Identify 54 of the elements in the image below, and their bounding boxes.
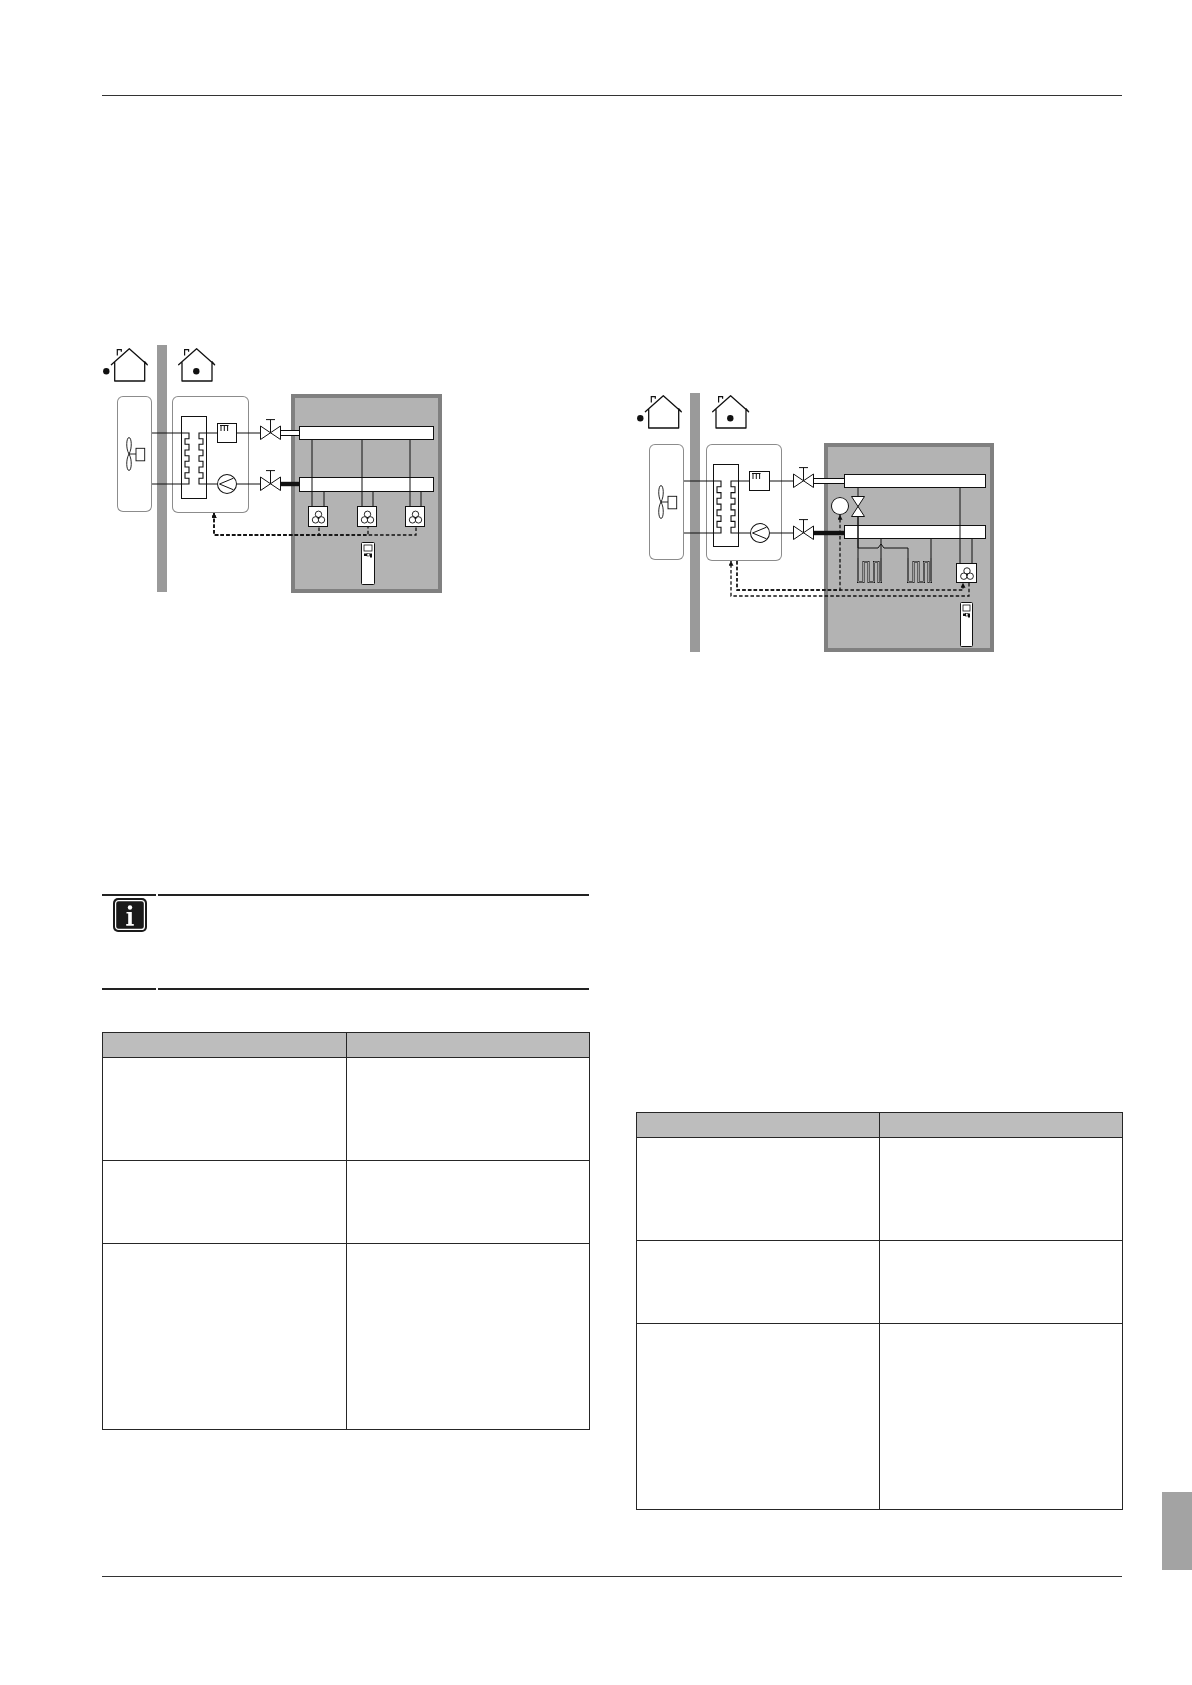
section-tab [1162, 1492, 1192, 1570]
pipe-line [683, 532, 714, 534]
pipe-line [857, 516, 909, 559]
actuator-symbol [831, 497, 849, 515]
room-area [824, 443, 994, 652]
pipe-line [769, 480, 794, 482]
manifold-bar [299, 477, 434, 492]
pipe-line [151, 483, 182, 485]
underfloor-heating-loop [857, 558, 882, 583]
control-line [728, 560, 970, 597]
pipe-line [930, 538, 932, 559]
manifold-bar [844, 525, 986, 539]
heat-exchanger [713, 464, 739, 547]
pipe-line [151, 432, 182, 434]
control-line [211, 512, 417, 536]
pipe-line [361, 439, 363, 507]
pipe-line [409, 439, 411, 507]
manifold-bar [299, 426, 434, 440]
indoor-unit [706, 444, 782, 561]
pump-symbol [750, 523, 770, 543]
pipe-line [236, 483, 261, 485]
shut-off-valve [260, 419, 281, 440]
heater-symbol [749, 471, 770, 491]
pipe-line [814, 530, 844, 536]
outdoor-unit [117, 396, 152, 512]
two-way-valve [851, 496, 865, 517]
heater-symbol [217, 423, 237, 443]
pipe-line [323, 491, 325, 507]
control-line [736, 514, 843, 591]
pipe-line [206, 483, 218, 485]
outdoor-unit [649, 444, 684, 560]
underfloor-heating-loop [907, 558, 932, 583]
shut-off-valve [260, 470, 281, 491]
pipe-line [420, 491, 422, 507]
manifold-bar [844, 474, 986, 488]
pipe-line [683, 480, 714, 482]
indoor-unit [172, 396, 249, 513]
pipe-line [959, 487, 961, 564]
pipe-line [857, 487, 859, 497]
pipe-line [769, 532, 794, 534]
heat-exchanger [181, 416, 207, 499]
pipe-line [206, 432, 218, 434]
pipe-line [880, 538, 882, 559]
pipe-line [372, 491, 374, 507]
pipe-line [738, 532, 751, 534]
shut-off-valve [793, 519, 814, 540]
pipe-line [738, 480, 750, 482]
pump-symbol [217, 474, 237, 494]
pipe-line [281, 481, 299, 487]
room-area [291, 394, 442, 593]
shut-off-valve [793, 467, 814, 488]
pipe-line [236, 432, 261, 434]
pipe-line [311, 439, 313, 507]
pipe-line [971, 538, 973, 564]
